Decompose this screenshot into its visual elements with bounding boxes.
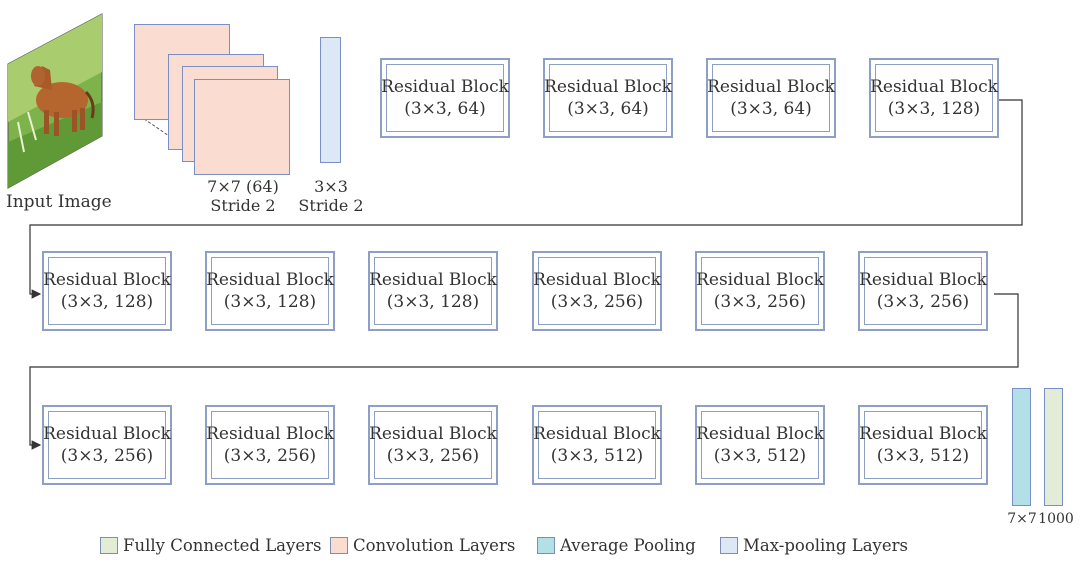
residual-block-title: Residual Block [43, 270, 171, 290]
residual-block-params: (3×3, 256) [713, 292, 807, 312]
residual-block-title: Residual Block [43, 424, 171, 444]
legend-label: Average Pooling [560, 535, 696, 555]
maxpool-stride-label: Stride 2 [298, 196, 364, 215]
row2-to-row3-connector [29, 293, 1019, 450]
residual-block-title: Residual Block [381, 77, 509, 97]
residual-block: Residual Block(3×3, 256) [205, 405, 335, 485]
residual-block-params: (3×3, 256) [223, 446, 317, 466]
residual-block-params: (3×3, 512) [550, 446, 644, 466]
residual-block: Residual Block(3×3, 256) [42, 405, 172, 485]
residual-block-params: (3×3, 64) [404, 99, 486, 119]
legend-label: Max-pooling Layers [743, 535, 908, 555]
conv-stride-label: Stride 2 [210, 196, 276, 215]
residual-block-title: Residual Block [369, 424, 497, 444]
legend-max-pooling: Max-pooling Layers [720, 535, 908, 555]
residual-block-title: Residual Block [859, 424, 987, 444]
fc-label: 1000 [1038, 511, 1074, 527]
residual-block: Residual Block(3×3, 64) [706, 58, 836, 138]
conv-kernel-label: 7×7 (64) [207, 177, 279, 196]
legend-swatch-max-pooling [720, 536, 738, 554]
residual-block-params: (3×3, 128) [386, 292, 480, 312]
maxpool-layer-bar [320, 37, 341, 163]
residual-block: Residual Block(3×3, 64) [380, 58, 510, 138]
residual-block-params: (3×3, 512) [713, 446, 807, 466]
residual-block-title: Residual Block [533, 270, 661, 290]
legend-convolution: Convolution Layers [330, 535, 515, 555]
legend-swatch-convolution [330, 536, 348, 554]
residual-block: Residual Block(3×3, 128) [368, 251, 498, 331]
legend-label: Convolution Layers [353, 535, 516, 555]
residual-block-title: Residual Block [696, 270, 824, 290]
residual-block: Residual Block(3×3, 128) [869, 58, 999, 138]
legend-swatch-fully-connected [100, 536, 118, 554]
residual-block-params: (3×3, 256) [386, 446, 480, 466]
residual-block: Residual Block(3×3, 512) [695, 405, 825, 485]
residual-block: Residual Block(3×3, 128) [205, 251, 335, 331]
residual-block-params: (3×3, 128) [887, 99, 981, 119]
conv-layer-sheet-4 [194, 79, 290, 175]
residual-block: Residual Block(3×3, 256) [858, 251, 988, 331]
residual-block-params: (3×3, 64) [730, 99, 812, 119]
residual-block-title: Residual Block [206, 270, 334, 290]
legend-average-pooling: Average Pooling [537, 535, 696, 555]
residual-block-title: Residual Block [544, 77, 672, 97]
residual-block: Residual Block(3×3, 256) [695, 251, 825, 331]
residual-block: Residual Block(3×3, 64) [543, 58, 673, 138]
residual-block-params: (3×3, 512) [876, 446, 970, 466]
legend-swatch-average-pooling [537, 536, 555, 554]
fc-layer-bar [1044, 388, 1063, 506]
residual-block-title: Residual Block [859, 270, 987, 290]
residual-block-title: Residual Block [206, 424, 334, 444]
avgpool-label: 7×7 [1007, 511, 1037, 527]
residual-block: Residual Block(3×3, 256) [368, 405, 498, 485]
input-image [6, 12, 104, 190]
residual-block-params: (3×3, 256) [60, 446, 154, 466]
residual-block-params: (3×3, 256) [876, 292, 970, 312]
residual-block: Residual Block(3×3, 512) [858, 405, 988, 485]
residual-block-params: (3×3, 128) [60, 292, 154, 312]
input-image-label: Input Image [6, 192, 112, 212]
avgpool-layer-bar [1012, 388, 1031, 506]
row1-to-row2-connector [29, 99, 1023, 299]
maxpool-kernel-label: 3×3 [314, 177, 348, 196]
residual-block-title: Residual Block [707, 77, 835, 97]
residual-block-title: Residual Block [696, 424, 824, 444]
legend-fully-connected: Fully Connected Layers [100, 535, 321, 555]
residual-block: Residual Block(3×3, 512) [532, 405, 662, 485]
residual-block-params: (3×3, 128) [223, 292, 317, 312]
residual-block-title: Residual Block [533, 424, 661, 444]
residual-block: Residual Block(3×3, 256) [532, 251, 662, 331]
residual-block-params: (3×3, 64) [567, 99, 649, 119]
residual-block: Residual Block(3×3, 128) [42, 251, 172, 331]
residual-block-title: Residual Block [870, 77, 998, 97]
residual-block-title: Residual Block [369, 270, 497, 290]
residual-block-params: (3×3, 256) [550, 292, 644, 312]
legend-label: Fully Connected Layers [123, 535, 322, 555]
